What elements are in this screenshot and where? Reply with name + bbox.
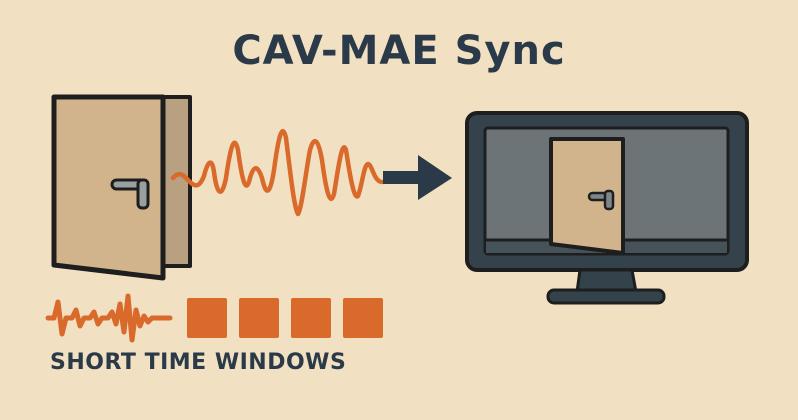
short-waveform-icon [45, 293, 173, 343]
monitor-icon [465, 111, 749, 305]
audio-waveform-icon [170, 129, 385, 217]
door-icon [51, 94, 192, 281]
right-arrow-icon [383, 155, 452, 200]
time-window-3 [291, 298, 331, 338]
diagram-title: CAV-MAE Sync [232, 28, 566, 74]
caption-label: SHORT TIME WINDOWS [50, 350, 347, 375]
time-window-2 [239, 298, 279, 338]
time-window-1 [187, 298, 227, 338]
time-windows [187, 298, 383, 338]
screen-door-icon [549, 137, 625, 255]
time-window-4 [343, 298, 383, 338]
door-handle-icon [110, 178, 150, 210]
